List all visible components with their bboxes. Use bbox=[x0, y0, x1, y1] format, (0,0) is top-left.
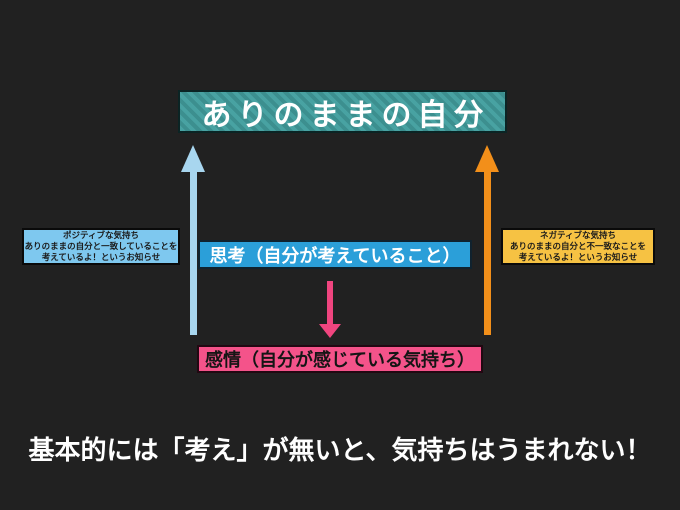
positive-note-box: ポジティブな気持ち ありのままの自分と一致していることを 考えているよ！というお… bbox=[22, 228, 180, 265]
up-arrow-negative-head bbox=[475, 145, 499, 172]
emotion-label: 感情（自分が感じている気持ち） bbox=[205, 350, 475, 370]
up-arrow-negative-shaft bbox=[483, 172, 491, 335]
down-arrow-icon bbox=[319, 281, 341, 338]
positive-note-line1: ポジティブな気持ち bbox=[63, 230, 139, 240]
negative-note-box: ネガティブな気持ち ありのままの自分と不一致なことを 考えているよ！というお知ら… bbox=[501, 228, 655, 265]
up-arrow-negative-icon bbox=[475, 145, 499, 335]
emotion-box: 感情（自分が感じている気持ち） bbox=[197, 345, 483, 373]
up-arrow-positive-icon bbox=[181, 145, 205, 335]
footer-text: 基本的には「考え」が無いと、気持ちはうまれない！ bbox=[28, 435, 652, 465]
positive-note-line2: ありのままの自分と一致していることを bbox=[24, 241, 178, 251]
negative-note-line3: 考えているよ！というお知らせ bbox=[518, 252, 638, 262]
up-arrow-positive-head bbox=[181, 145, 205, 172]
down-arrow-head bbox=[319, 324, 341, 338]
up-arrow-positive-shaft bbox=[189, 172, 197, 335]
thought-label: 思考（自分が考えていること） bbox=[209, 245, 461, 266]
down-arrow-shaft bbox=[327, 281, 333, 324]
title-label: ありのままの自分 bbox=[201, 98, 490, 132]
negative-note-line1: ネガティブな気持ち bbox=[540, 230, 616, 240]
positive-note-line3: 考えているよ！というお知らせ bbox=[41, 252, 161, 262]
thought-box: 思考（自分が考えていること） bbox=[198, 240, 472, 269]
negative-note-line2: ありのままの自分と不一致なことを bbox=[509, 241, 646, 251]
title-box: ありのままの自分 bbox=[178, 90, 507, 133]
